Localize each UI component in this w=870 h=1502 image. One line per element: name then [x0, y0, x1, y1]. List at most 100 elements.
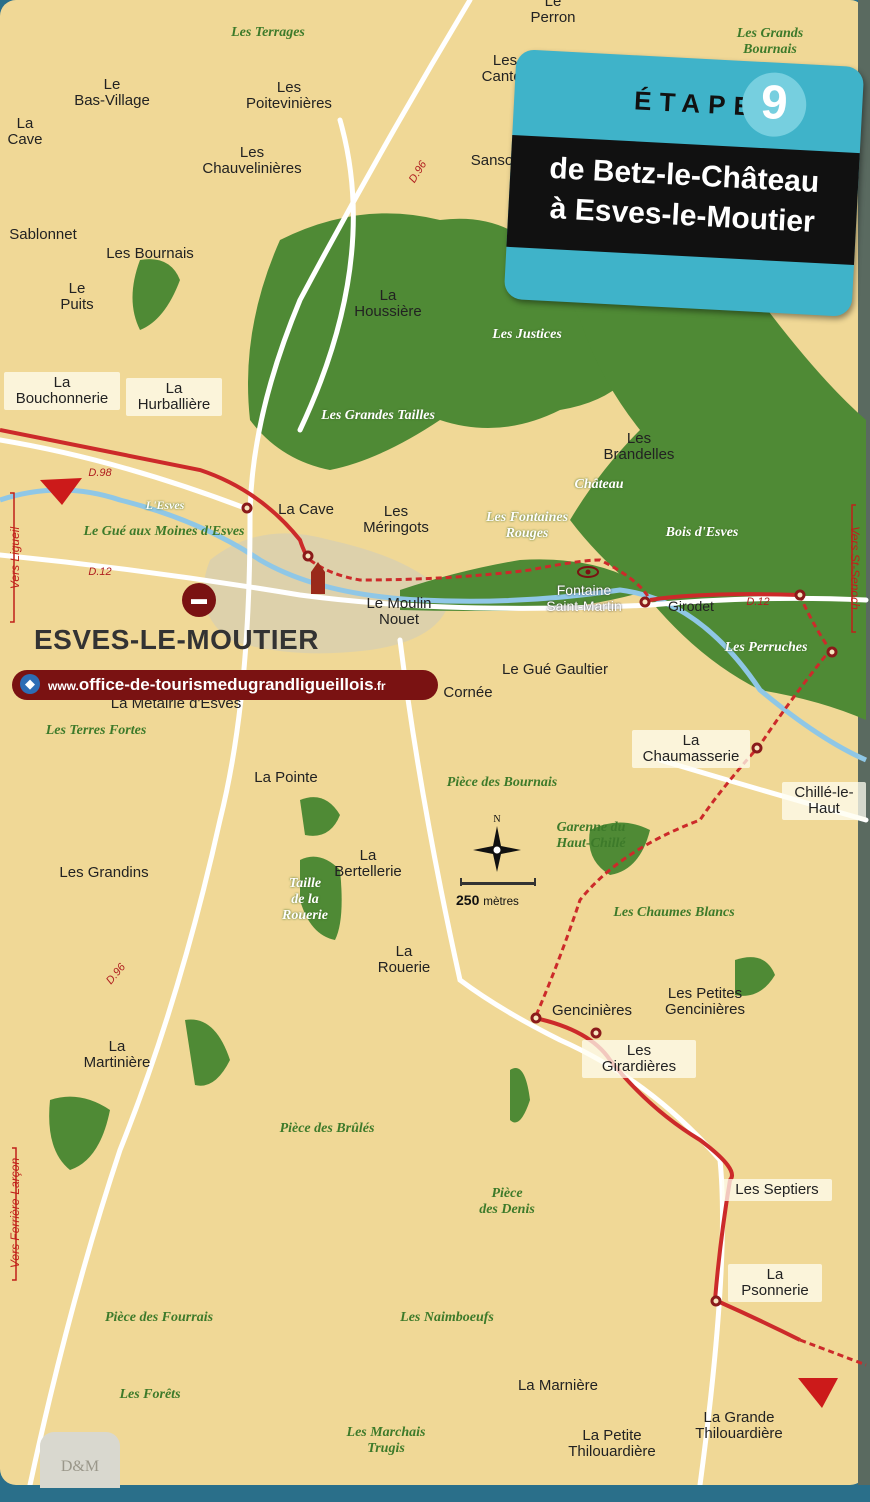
boundary-stone: D&M	[40, 1432, 120, 1488]
lieu-piece-bournais: Pièce des Bournais	[446, 775, 558, 790]
lieu-terres-fortes: Les Terres Fortes	[45, 723, 147, 738]
waypoint-psonnerie	[710, 1295, 722, 1307]
lieu-gue-aux-moines: Le Gué aux Moines d'Esves	[83, 524, 245, 539]
place-brandelles: Les Brandelles	[603, 430, 675, 463]
place-fontaine-saint-martin: Fontaine Saint-Martin	[546, 582, 622, 614]
lieu-perruches: Les Perruches	[724, 640, 808, 655]
route-dashed-exit	[799, 1338, 867, 1367]
scale-line	[460, 878, 536, 886]
website-prefix: www.	[48, 679, 79, 693]
compass-north: N	[493, 814, 500, 825]
lieu-marchais-trugis: Les Marchais Trugis	[346, 1425, 426, 1456]
route-waypoints	[241, 502, 838, 1307]
road-sign-icon: ◆	[20, 674, 40, 694]
lieu-naimboeufs: Les Naimboeufs	[400, 1310, 494, 1325]
road-d12	[0, 552, 869, 611]
lieu-garenne: Garenne du Haut-Chillé	[556, 820, 626, 851]
waypoint-village	[302, 550, 314, 562]
lieu-grandes-tailles: Les Grandes Tailles	[321, 408, 435, 423]
town-name: ESVES-LE-MOUTIER	[34, 624, 319, 655]
bracket-ferriere	[12, 1147, 17, 1281]
place-la-cave: La Cave	[278, 501, 334, 518]
lieu-justices: Les Justices	[492, 327, 562, 342]
waypoint-gencinieres	[530, 1012, 542, 1024]
place-psonnerie: La Psonnerie	[728, 1264, 822, 1302]
forest-west	[49, 1096, 110, 1170]
scale-value: 250	[456, 892, 480, 908]
place-marniere: La Marnière	[517, 1377, 599, 1394]
scale-label: 250 mètres	[456, 892, 519, 908]
direction-vers-ligueil: Vers Ligueil	[8, 526, 22, 590]
road-south	[397, 637, 725, 1485]
etape-card: ÉTAPE 9 de Betz-le-Château à Esves-le-Mo…	[503, 49, 865, 317]
place-bertellerie: La Bertellerie	[334, 847, 402, 880]
etape-word: ÉTAPE	[633, 85, 760, 122]
lieu-piece-denis: Pièce des Denis	[479, 1186, 535, 1217]
lieu-bois-esves: Bois d'Esves	[665, 525, 739, 540]
lieu-forets: Les Forêts	[119, 1387, 181, 1402]
road-d12-east: D.12	[746, 596, 770, 608]
lieu-piece-fourrais: Pièce des Fourrais	[104, 1310, 214, 1325]
place-houssiere: La Houssière	[354, 287, 422, 320]
place-bouchonnerie: La Bouchonnerie	[4, 372, 120, 410]
place-grande-thilouardiere: La Grande Thilouardière	[695, 1409, 783, 1442]
place-girardieres: Les Girardières	[582, 1040, 696, 1078]
place-gue-gaultier: Le Gué Gaultier	[502, 661, 608, 678]
lodging-bed-icon: ▬	[182, 583, 216, 617]
website-suffix: .fr	[373, 679, 386, 693]
viewpoint-eye-icon	[577, 566, 599, 578]
arrow-triangle-west	[40, 478, 82, 505]
road-north	[297, 117, 356, 433]
place-cornee: Cornée	[443, 684, 493, 701]
place-martiniere: La Martinière	[83, 1038, 151, 1071]
road-d98: D.98	[88, 467, 112, 479]
lieu-piece-brules: Pièce des Brûlés	[279, 1121, 375, 1136]
bracket-st-senoch	[851, 504, 856, 633]
lieu-taille-rouerie: Taille de la Rouerie	[282, 876, 328, 923]
website-text: www.office-de-tourismedugrandligueillois…	[48, 675, 386, 695]
forest-garenne	[589, 822, 650, 875]
place-meringots: Les Méringots	[363, 503, 429, 536]
waypoint-la-cave	[241, 502, 253, 514]
route-solid-west	[0, 428, 312, 562]
place-le-puits: Le Puits	[60, 280, 94, 313]
place-bas-village: Le Bas-Village	[74, 76, 150, 109]
church-icon	[311, 562, 325, 594]
place-rouerie: La Rouerie	[377, 943, 431, 976]
place-perron: Le Perron	[530, 0, 576, 26]
lieu-esves-river: L'Esves	[145, 498, 185, 512]
viewpoint-eye-pupil	[585, 569, 591, 575]
waypoint-chaumasserie	[751, 742, 763, 754]
place-sablonnet: Sablonnet	[9, 226, 77, 243]
forest-rouerie	[300, 856, 342, 940]
river-esves	[0, 487, 867, 763]
waypoint-girodet	[639, 596, 651, 608]
website-link[interactable]: ◆ www.office-de-tourismedugrandligueillo…	[12, 670, 438, 700]
place-les-bournais: Les Bournais	[106, 245, 194, 262]
road-d98	[0, 437, 253, 513]
scale-unit: mètres	[483, 895, 519, 908]
compass-rose-icon: N	[473, 814, 521, 872]
website-domain: office-de-tourismedugrandligueillois	[78, 675, 374, 694]
lieu-chateau: Château	[574, 477, 624, 492]
place-les-grandins: Les Grandins	[59, 864, 149, 881]
place-la-pointe: La Pointe	[254, 769, 318, 786]
forest-martiniere	[185, 1019, 230, 1086]
place-chille-le-haut: Chillé-le- Haut	[782, 782, 866, 820]
place-sanso: Sanso	[470, 152, 514, 169]
road-d96	[27, 0, 473, 1485]
route-solid-east	[649, 592, 801, 602]
place-petites-gencinieres: Les Petites Gencinières	[664, 985, 746, 1018]
waypoint-girardieres	[590, 1027, 602, 1039]
place-girodet: Girodet	[668, 598, 714, 614]
waypoint-east	[794, 589, 806, 601]
forest-pointe	[300, 797, 340, 836]
waypoint-perruches	[826, 646, 838, 658]
forest-areas	[49, 54, 866, 1170]
place-la-cave-nw: La Cave	[7, 115, 43, 148]
stone-text: D&M	[60, 1458, 100, 1475]
place-hurballiere: La Hurballière	[126, 378, 222, 416]
